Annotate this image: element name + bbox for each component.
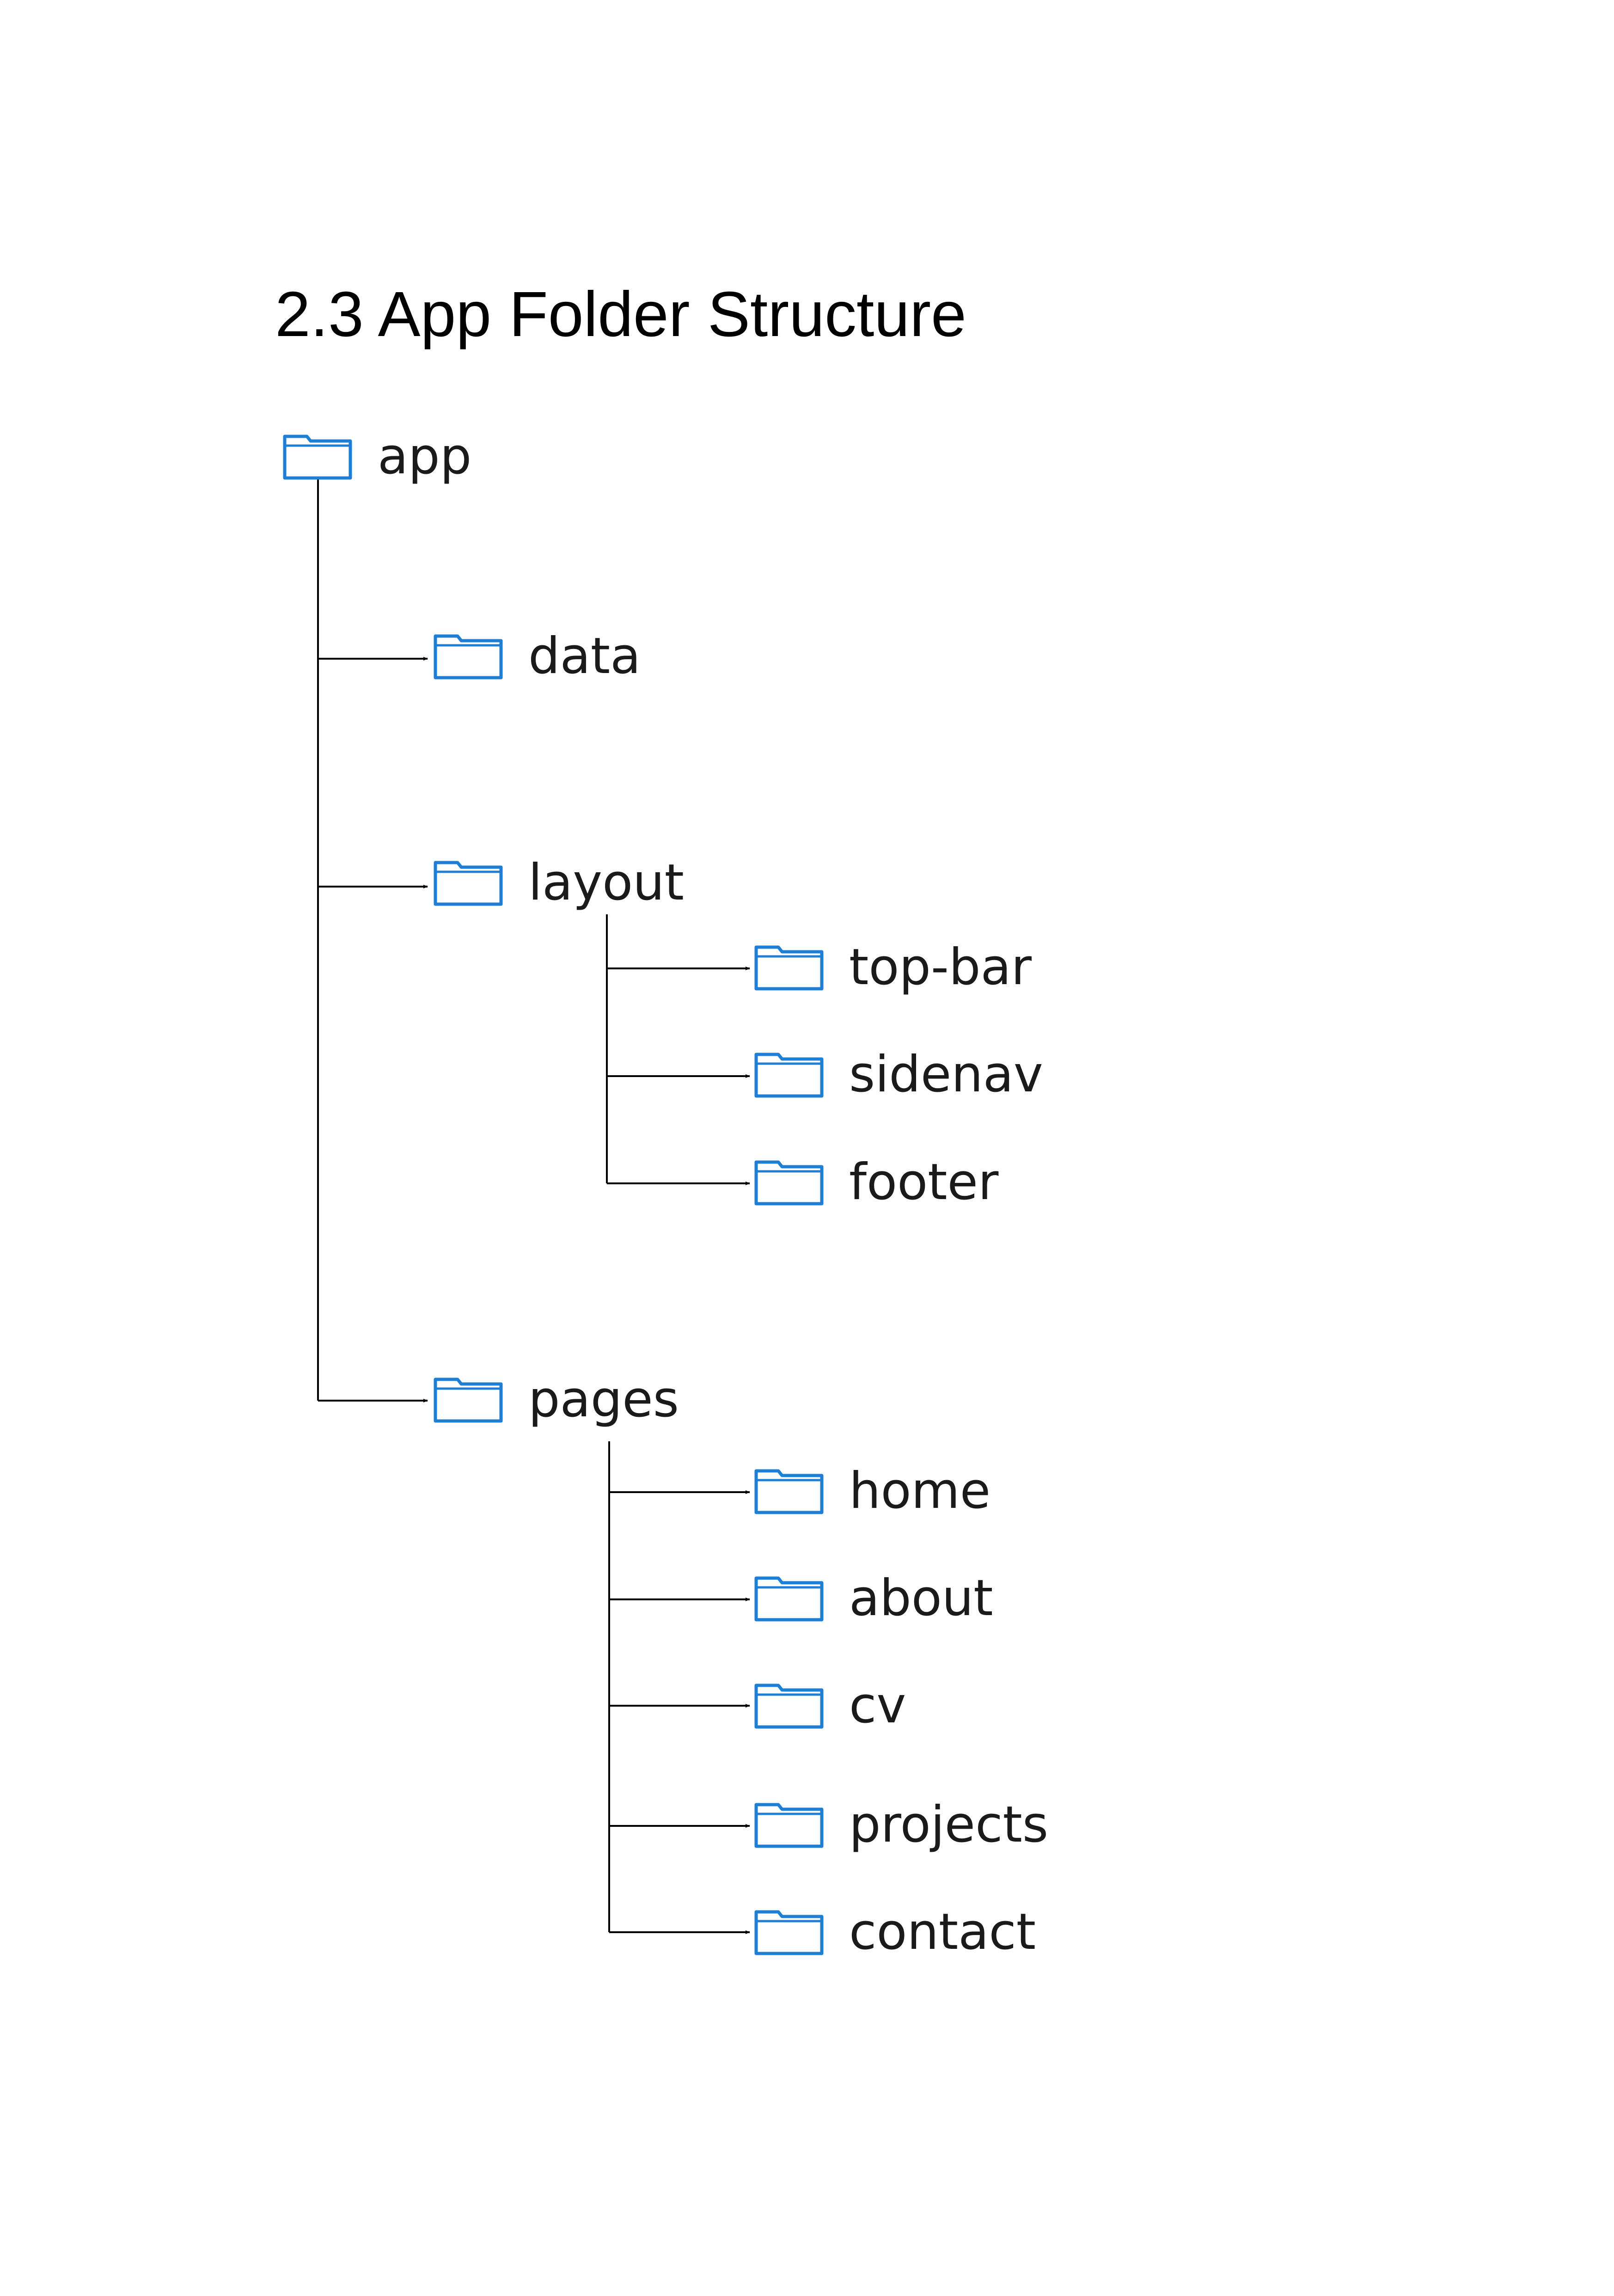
folder-icon [434, 1377, 503, 1423]
folder-icon [434, 860, 503, 906]
tree-node-label: about [849, 1569, 993, 1627]
tree-node-label: layout [528, 854, 684, 912]
tree-node-label: cv [849, 1677, 906, 1734]
tree-node-label: home [849, 1462, 991, 1520]
page-title: 2.3 App Folder Structure [275, 279, 966, 350]
tree-node-about[interactable]: about [754, 1561, 993, 1635]
folder-icon [754, 1802, 824, 1848]
tree-node-label: app [378, 428, 472, 485]
folder-icon [754, 944, 824, 991]
tree-node-home[interactable]: home [754, 1454, 990, 1528]
tree-node-sidenav[interactable]: sidenav [754, 1038, 1043, 1112]
folder-icon [754, 1909, 824, 1955]
folder-icon [754, 1159, 824, 1206]
folder-icon [754, 1052, 824, 1098]
tree-node-contact[interactable]: contact [754, 1895, 1036, 1969]
folder-icon [754, 1575, 824, 1622]
tree-node-layout[interactable]: layout [434, 846, 684, 920]
tree-node-label: contact [849, 1903, 1036, 1961]
tree-node-pages[interactable]: pages [434, 1363, 679, 1437]
folder-icon [754, 1468, 824, 1514]
folder-icon [283, 434, 352, 480]
folder-icon [434, 633, 503, 680]
tree-node-label: footer [849, 1153, 999, 1211]
tree-node-projects[interactable]: projects [754, 1788, 1048, 1862]
tree-node-footer[interactable]: footer [754, 1145, 998, 1219]
tree-node-cv[interactable]: cv [754, 1669, 906, 1743]
tree-node-label: data [528, 627, 641, 685]
tree-node-label: pages [528, 1371, 679, 1428]
tree-node-label: projects [849, 1796, 1049, 1854]
tree-node-data[interactable]: data [434, 619, 641, 693]
folder-icon [754, 1683, 824, 1729]
tree-node-app[interactable]: app [283, 420, 471, 494]
tree-node-label: sidenav [849, 1046, 1043, 1103]
tree-node-top-bar[interactable]: top-bar [754, 931, 1032, 1004]
tree-node-label: top-bar [849, 938, 1032, 996]
